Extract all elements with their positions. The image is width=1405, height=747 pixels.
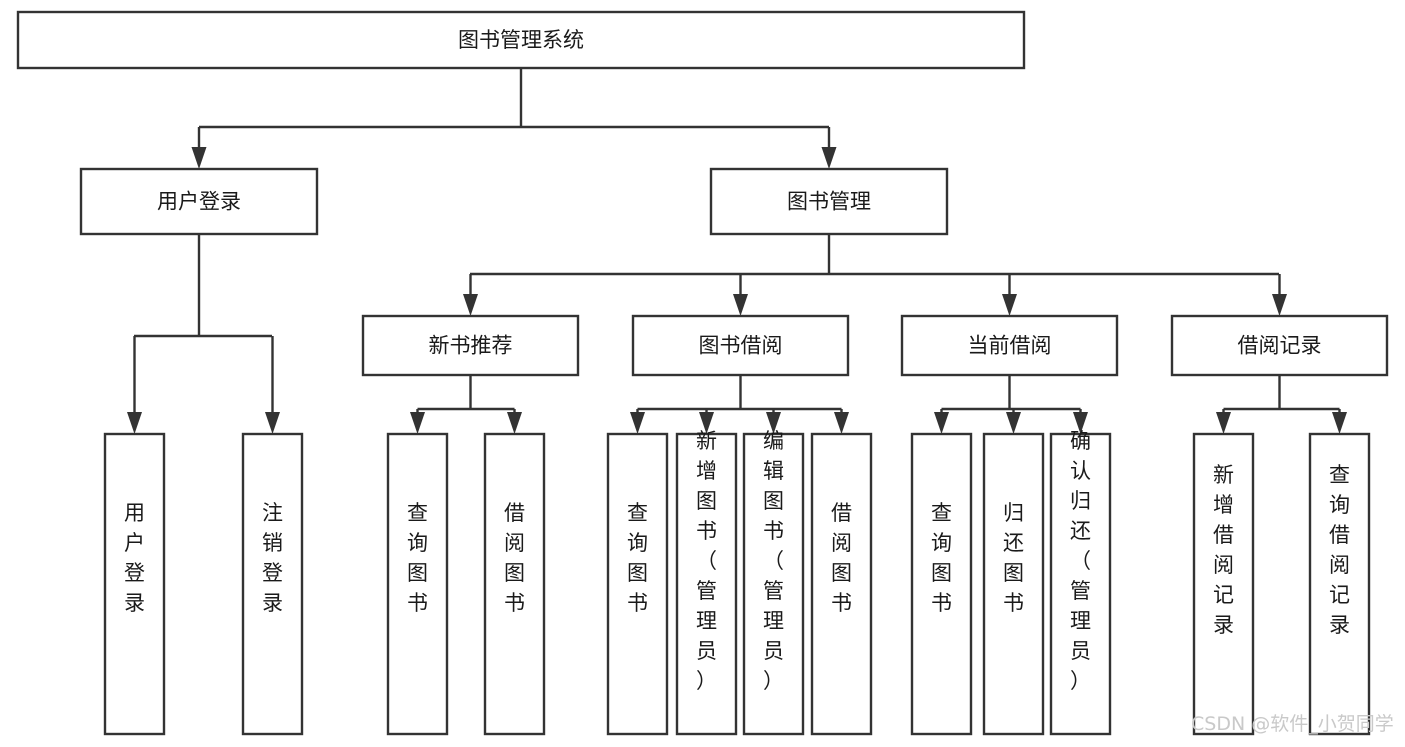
node-book-management-box[interactable]: [709, 167, 949, 236]
node-leaf-add-book-admin-box[interactable]: [675, 432, 738, 736]
arrow-to-leaf-borrow-book: [834, 412, 849, 434]
node-leaf-confirm-return-admin-label: 确认归还（管理员）: [1070, 429, 1091, 693]
node-root-label: 图书管理系统: [458, 28, 584, 52]
arrow-to-new-book-recommend: [463, 294, 478, 316]
arrow-to-leaf-confirm-return-admin: [1073, 412, 1088, 434]
node-leaf-query-book-current-box[interactable]: [910, 432, 973, 736]
arrow-to-leaf-return-book: [1006, 412, 1021, 434]
node-leaf-edit-book-admin[interactable]: 编辑图书（管理员）: [742, 429, 805, 736]
node-leaf-query-book-borrow-label: 查询图书: [627, 501, 648, 615]
node-leaf-confirm-return-admin[interactable]: 确认归还（管理员）: [1049, 429, 1112, 736]
node-book-management[interactable]: 图书管理: [709, 167, 949, 236]
csdn-watermark: CSDN @软件_小贺同学: [1191, 713, 1394, 735]
arrow-to-leaf-query-book-current: [934, 412, 949, 434]
node-leaf-confirm-return-admin-box[interactable]: [1049, 432, 1112, 736]
node-leaf-query-book-borrow[interactable]: 查询图书: [606, 432, 669, 736]
node-new-book-recommend-label: 新书推荐: [429, 334, 513, 358]
node-leaf-query-borrow-record[interactable]: 查询借阅记录: [1308, 432, 1371, 736]
node-leaf-query-book-recommend-label: 查询图书: [407, 501, 428, 615]
node-borrow-records-box[interactable]: [1170, 314, 1389, 377]
node-leaf-return-book-box[interactable]: [982, 432, 1045, 736]
arrow-to-leaf-query-borrow-record: [1332, 412, 1347, 434]
node-leaf-logout-label: 注销登录: [262, 501, 283, 615]
node-leaf-query-book-recommend[interactable]: 查询图书: [386, 432, 449, 736]
node-borrow-records-label: 借阅记录: [1238, 334, 1322, 358]
node-root[interactable]: 图书管理系统: [16, 10, 1026, 70]
node-current-borrow-label: 当前借阅: [968, 334, 1052, 358]
node-borrow-records[interactable]: 借阅记录: [1170, 314, 1389, 377]
node-book-borrow[interactable]: 图书借阅: [631, 314, 850, 377]
node-leaf-return-book[interactable]: 归还图书: [982, 432, 1045, 736]
arrow-to-leaf-add-book-admin: [699, 412, 714, 434]
node-leaf-borrow-book-box[interactable]: [810, 432, 873, 736]
node-leaf-borrow-book-recommend-label: 借阅图书: [504, 501, 525, 615]
node-leaf-query-book-borrow-box[interactable]: [606, 432, 669, 736]
node-leaf-add-borrow-record-label: 新增借阅记录: [1213, 463, 1234, 637]
node-leaf-borrow-book-recommend[interactable]: 借阅图书: [483, 432, 546, 736]
node-leaf-query-borrow-record-label: 查询借阅记录: [1329, 463, 1350, 637]
node-leaf-user-login[interactable]: 用户登录: [103, 432, 166, 736]
arrow-to-leaf-query-book-recommend: [410, 412, 425, 434]
arrow-to-leaf-user-login: [127, 412, 142, 434]
arrow-to-leaf-edit-book-admin: [766, 412, 781, 434]
node-leaf-add-book-admin-label: 新增图书（管理员）: [696, 429, 717, 693]
arrow-to-leaf-borrow-book-recommend: [507, 412, 522, 434]
node-leaf-query-book-current[interactable]: 查询图书: [910, 432, 973, 736]
node-book-borrow-label: 图书借阅: [699, 334, 783, 358]
arrow-to-leaf-add-borrow-record: [1216, 412, 1231, 434]
node-root-box[interactable]: [16, 10, 1026, 70]
nodes-layer: 图书管理系统用户登录图书管理新书推荐图书借阅当前借阅借阅记录用户登录注销登录查询…: [16, 10, 1389, 736]
node-leaf-query-book-recommend-box[interactable]: [386, 432, 449, 736]
node-leaf-query-book-current-label: 查询图书: [931, 501, 952, 615]
node-leaf-user-login-label: 用户登录: [124, 501, 145, 615]
connectors-layer: [127, 68, 1347, 434]
node-new-book-recommend[interactable]: 新书推荐: [361, 314, 580, 377]
arrow-to-book-management: [821, 147, 837, 169]
node-leaf-logout-box[interactable]: [241, 432, 304, 736]
node-leaf-logout[interactable]: 注销登录: [241, 432, 304, 736]
node-new-book-recommend-box[interactable]: [361, 314, 580, 377]
node-book-management-label: 图书管理: [787, 190, 871, 214]
node-current-borrow-box[interactable]: [900, 314, 1119, 377]
node-leaf-edit-book-admin-label: 编辑图书（管理员）: [763, 429, 784, 693]
node-leaf-return-book-label: 归还图书: [1003, 501, 1024, 615]
node-leaf-add-borrow-record-box[interactable]: [1192, 432, 1255, 736]
node-user-login[interactable]: 用户登录: [79, 167, 319, 236]
node-leaf-borrow-book[interactable]: 借阅图书: [810, 432, 873, 736]
node-leaf-borrow-book-label: 借阅图书: [831, 501, 852, 615]
arrow-to-user-login: [191, 147, 207, 169]
arrow-to-book-borrow: [733, 294, 748, 316]
node-leaf-borrow-book-recommend-box[interactable]: [483, 432, 546, 736]
node-leaf-add-borrow-record[interactable]: 新增借阅记录: [1192, 432, 1255, 736]
node-user-login-label: 用户登录: [157, 190, 241, 214]
node-leaf-user-login-box[interactable]: [103, 432, 166, 736]
node-book-borrow-box[interactable]: [631, 314, 850, 377]
node-leaf-query-borrow-record-box[interactable]: [1308, 432, 1371, 736]
node-leaf-add-book-admin[interactable]: 新增图书（管理员）: [675, 429, 738, 736]
node-leaf-edit-book-admin-box[interactable]: [742, 432, 805, 736]
arrow-to-borrow-records: [1272, 294, 1287, 316]
arrow-to-leaf-logout: [265, 412, 280, 434]
arrow-to-leaf-query-book-borrow: [630, 412, 645, 434]
node-user-login-box[interactable]: [79, 167, 319, 236]
node-current-borrow[interactable]: 当前借阅: [900, 314, 1119, 377]
arrow-to-current-borrow: [1002, 294, 1017, 316]
